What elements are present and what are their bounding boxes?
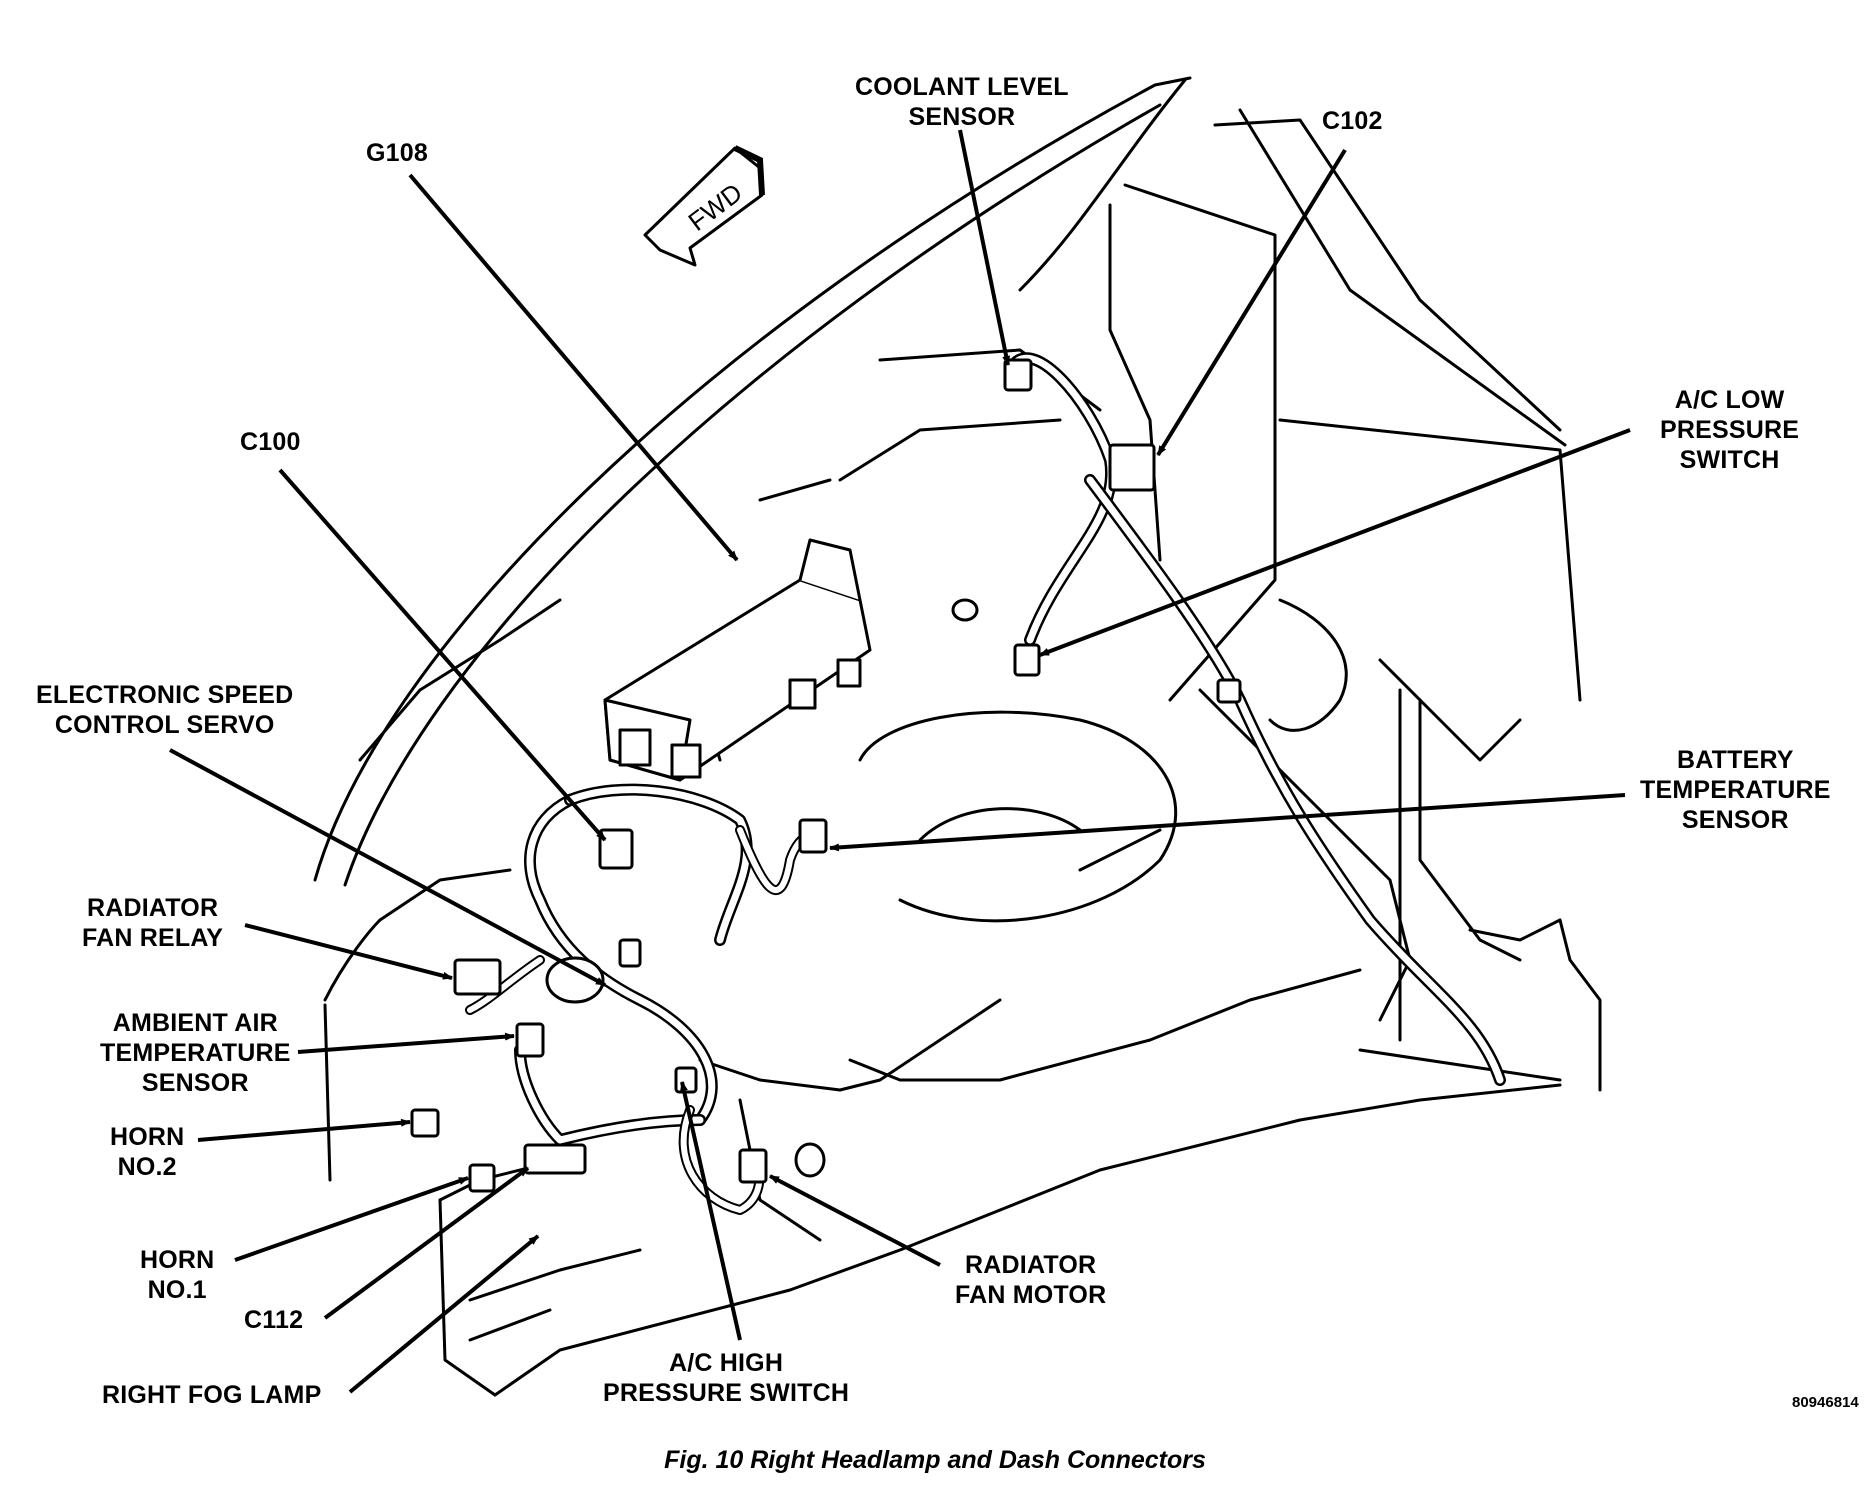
label-line: NO.1 [147,1276,207,1304]
leader-c102 [1156,148,1347,457]
leader-electronic-speed-control-servo [169,748,606,987]
label-line: HORN [110,1123,185,1151]
leader-ambient-air-temperature-sensor [297,1032,515,1054]
label-line: TEMPERATURE [100,1039,291,1067]
label-line: FAN MOTOR [955,1281,1107,1309]
label-coolant-level-sensor: COOLANT LEVEL SENSOR [855,72,1069,132]
label-line: RIGHT FOG LAMP [102,1381,322,1409]
leader-battery-temperature-sensor [829,793,1626,852]
fwd-direction-arrow: FWD [643,145,765,267]
label-line: C102 [1322,107,1383,135]
figure-caption: Fig. 10 Right Headlamp and Dash Connecto… [664,1446,1206,1474]
leader-lines [169,129,1631,1394]
label-line: ELECTRONIC SPEED [36,681,294,709]
label-line: PRESSURE SWITCH [603,1379,850,1407]
label-line: SENSOR [141,1069,249,1097]
label-line: C100 [240,428,301,456]
label-electronic-speed-control-servo: ELECTRONIC SPEED CONTROL SERVO [36,680,293,740]
label-line: AMBIENT AIR [112,1009,278,1037]
label-c100: C100 [240,427,301,457]
label-battery-temperature-sensor: BATTERY TEMPERATURE SENSOR [1640,745,1831,835]
label-line: BATTERY [1676,746,1794,774]
power-distribution-center [603,538,872,782]
leader-horn-no1 [234,1176,469,1262]
label-line: NO.2 [117,1153,177,1181]
label-horn-no2: HORN NO.2 [110,1122,184,1182]
label-line: RADIATOR [965,1251,1097,1279]
leader-right-fog-lamp [348,1234,540,1394]
leader-c112 [323,1166,530,1320]
label-right-fog-lamp: RIGHT FOG LAMP [102,1380,321,1410]
label-line: HORN [140,1246,215,1274]
leader-g108 [408,173,739,562]
label-radiator-fan-motor: RADIATOR FAN MOTOR [955,1250,1106,1310]
leader-c100 [278,468,607,842]
label-line: SWITCH [1679,446,1780,474]
label-c112: C112 [244,1305,303,1335]
leader-radiator-fan-relay [244,923,453,980]
wiring-harness [465,352,1506,1215]
label-line: CONTROL SERVO [54,711,275,739]
label-line: C112 [244,1306,304,1334]
leader-coolant-level-sensor [958,129,1011,366]
leader-radiator-fan-motor [769,1174,941,1267]
vehicle-body-outline [313,76,1602,1397]
label-g108: G108 [366,138,428,168]
label-line: FAN RELAY [82,924,224,952]
label-horn-no1: HORN NO.1 [140,1245,214,1305]
label-line: PRESSURE [1660,416,1800,444]
label-ac-low-pressure-switch: A/C LOW PRESSURE SWITCH [1660,385,1799,475]
label-line: G108 [366,139,428,167]
label-line: SENSOR [1681,806,1789,834]
leader-ac-low-pressure-switch [1039,428,1631,657]
label-ambient-air-temperature-sensor: AMBIENT AIR TEMPERATURE SENSOR [100,1008,291,1098]
label-line: TEMPERATURE [1640,776,1831,804]
label-line: COOLANT LEVEL [855,73,1069,101]
label-line: A/C LOW [1674,386,1785,414]
label-line: RADIATOR [86,894,219,922]
label-ac-high-pressure-switch: A/C HIGH PRESSURE SWITCH [603,1348,849,1408]
leader-horn-no2 [197,1118,411,1142]
label-line: A/C HIGH [668,1349,784,1377]
figure-code: 80946814 [1792,1394,1859,1411]
label-radiator-fan-relay: RADIATOR FAN RELAY [82,893,223,953]
label-c102: C102 [1322,106,1383,136]
connectors [410,358,1242,1193]
leader-ac-high-pressure-switch [680,1081,742,1341]
label-line: SENSOR [908,103,1016,131]
